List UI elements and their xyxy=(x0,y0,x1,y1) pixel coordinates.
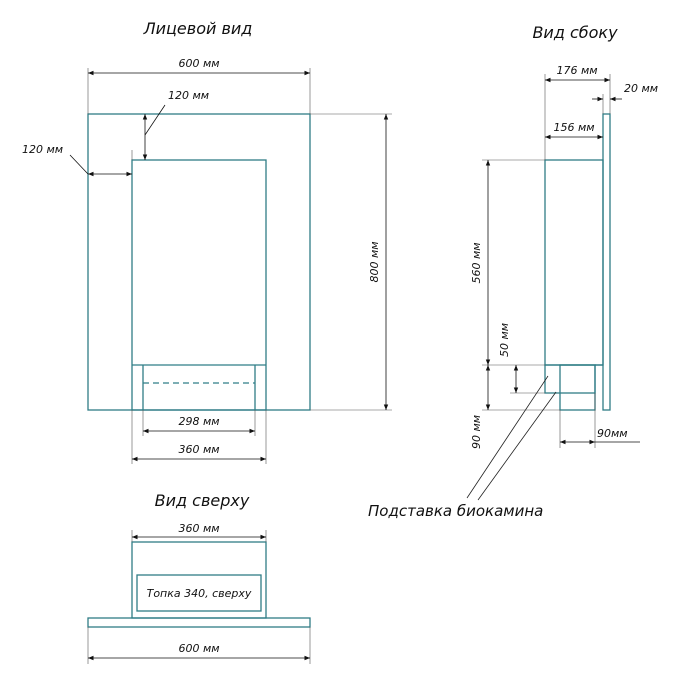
side-stand-90-label: 90мм xyxy=(597,427,628,440)
side-stand-upper xyxy=(544,364,596,394)
stand-note: Подставка биокамина xyxy=(368,502,543,520)
side-depth-176-label: 176 мм xyxy=(556,64,597,77)
side-stand-lower xyxy=(559,364,596,411)
side-depth-156-label: 156 мм xyxy=(553,121,594,134)
front-left-margin-label: 120 мм xyxy=(22,143,63,156)
front-inner-298-label: 298 мм xyxy=(178,415,219,428)
top-width-360-label: 360 мм xyxy=(178,522,219,535)
top-view-title: Вид сверху xyxy=(155,491,250,510)
front-top-margin-label: 120 мм xyxy=(168,89,209,102)
top-firebox-label: Топка 340, сверху xyxy=(147,587,252,600)
front-height-label: 800 мм xyxy=(368,241,381,282)
top-width-600-label: 600 мм xyxy=(178,642,219,655)
side-view-title: Вид сбоку xyxy=(532,23,618,42)
front-width-label: 600 мм xyxy=(178,57,219,70)
front-top-margin-leader xyxy=(144,104,166,136)
side-body-outline xyxy=(544,159,604,366)
side-panel-outline xyxy=(602,113,611,411)
side-height-90-label: 90 мм xyxy=(470,415,483,449)
front-left-margin-leader xyxy=(69,154,89,175)
top-firebox-outline xyxy=(136,574,262,612)
top-panel-outline xyxy=(87,617,311,628)
top-body-outline xyxy=(131,541,267,619)
front-view-title: Лицевой вид xyxy=(143,19,253,38)
side-view: Вид сбоку 176 мм 20 мм 156 мм 560 мм 50 … xyxy=(368,23,658,520)
front-inner-360-label: 360 мм xyxy=(178,443,219,456)
stand-leader-line-1 xyxy=(466,375,549,499)
front-view: Лицевой вид 600 мм 120 мм 120 мм 800 мм … xyxy=(22,19,392,464)
front-opening xyxy=(131,159,267,411)
stand-leader-line-2 xyxy=(477,391,557,501)
top-view: Вид сверху Топка 340, сверху 360 мм 600 … xyxy=(87,491,311,664)
side-height-560-label: 560 мм xyxy=(470,242,483,283)
side-panel-20-label: 20 мм xyxy=(624,82,658,95)
side-height-50-label: 50 мм xyxy=(498,323,511,357)
